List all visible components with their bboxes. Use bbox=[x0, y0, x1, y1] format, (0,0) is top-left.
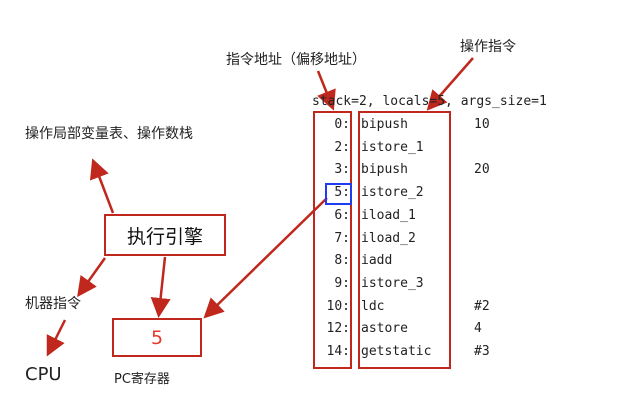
bytecode-opcode: iload_1 bbox=[361, 207, 416, 223]
bytecode-operand bbox=[474, 250, 514, 272]
bytecode-opcode: getstatic bbox=[361, 344, 432, 359]
bytecode-offset: 3: bbox=[334, 162, 350, 178]
bytecode-offset: 9: bbox=[334, 275, 350, 291]
bytecode-operand: 20 bbox=[474, 162, 490, 178]
bytecode-opcode: istore_1 bbox=[361, 139, 424, 155]
bytecode-operand: #3 bbox=[474, 344, 490, 359]
bytecode-opcode: bipush bbox=[361, 162, 408, 178]
offset-column-box bbox=[313, 111, 352, 369]
execution-engine-box: 执行引擎 bbox=[104, 214, 226, 256]
bytecode-operand: 10 bbox=[474, 117, 490, 132]
pc-register-box: 5 bbox=[112, 318, 202, 357]
bytecode-opcode: istore_2 bbox=[361, 185, 424, 201]
bytecode-operand: #2 bbox=[474, 298, 490, 314]
locals-stack-label: 操作局部变量表、操作数栈 bbox=[25, 126, 193, 142]
bytecode-offset: 7: bbox=[334, 230, 350, 246]
pc-register-label: PC寄存器 bbox=[114, 372, 170, 387]
operation-instruction-label: 操作指令 bbox=[460, 39, 516, 55]
bytecode-operand bbox=[474, 205, 514, 227]
instruction-address-label: 指令地址（偏移地址） bbox=[226, 52, 366, 68]
bytecode-operand bbox=[474, 137, 514, 159]
arrow-to-locals bbox=[89, 158, 115, 214]
bytecode-opcode: iadd bbox=[361, 253, 393, 269]
bytecode-offset: 14: bbox=[326, 344, 350, 359]
bytecode-offset: 6: bbox=[334, 207, 350, 223]
arrow-to-ops bbox=[426, 57, 474, 111]
machine-instruction-label: 机器指令 bbox=[25, 296, 81, 312]
bytecode-operand bbox=[474, 182, 514, 204]
cpu-label: CPU bbox=[25, 364, 62, 385]
code-header: stack=2, locals=5, args_size=1 bbox=[312, 94, 547, 109]
bytecode-offset: 12: bbox=[326, 321, 350, 337]
bytecode-opcode: istore_3 bbox=[361, 275, 424, 291]
bytecode-opcode: bipush bbox=[361, 117, 408, 132]
bytecode-opcode: iload_2 bbox=[361, 230, 416, 246]
bytecode-opcode: astore bbox=[361, 321, 408, 337]
bytecode-operand bbox=[474, 273, 514, 295]
bytecode-offset: 2: bbox=[334, 139, 350, 155]
bytecode-offset: 0: bbox=[334, 117, 350, 132]
bytecode-offset: 8: bbox=[334, 253, 350, 269]
arrow-offset-to-pc bbox=[203, 197, 328, 319]
bytecode-operand bbox=[474, 228, 514, 250]
opcode-column-box bbox=[358, 111, 451, 369]
arrow-to-cpu bbox=[46, 319, 67, 357]
arrow-to-pc bbox=[150, 256, 171, 318]
execution-engine-label: 执行引擎 bbox=[126, 225, 203, 248]
arrow-to-machine bbox=[77, 257, 107, 298]
bytecode-offset: 10: bbox=[326, 298, 350, 314]
arrow-to-offsets bbox=[316, 70, 336, 111]
bytecode-offset: 5: bbox=[334, 185, 350, 201]
bytecode-opcode: ldc bbox=[361, 298, 385, 314]
pc-value: 5 bbox=[150, 326, 164, 349]
current-offset-highlight bbox=[325, 183, 352, 205]
bytecode-operand: 4 bbox=[474, 321, 482, 337]
